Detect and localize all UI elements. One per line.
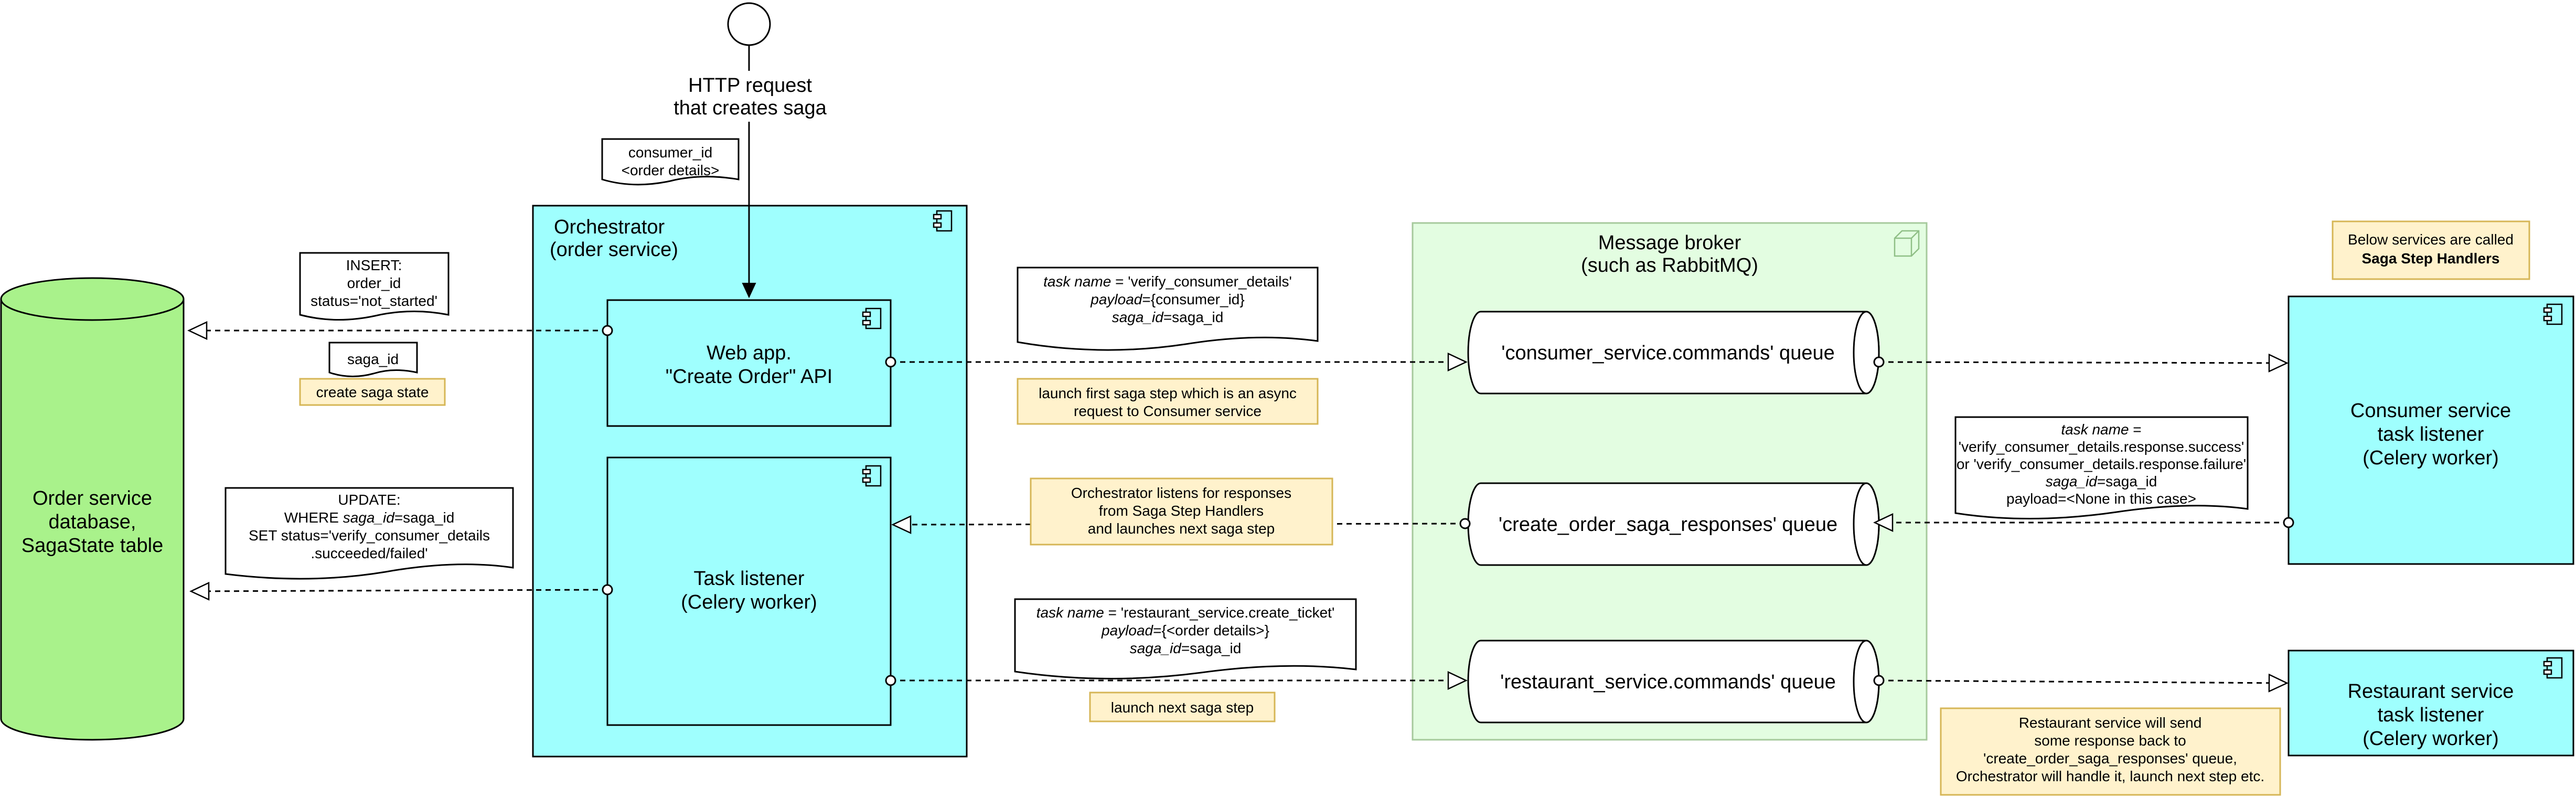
note-text: request to Consumer service	[1074, 403, 1262, 419]
order-database: Order service database, SagaState table	[0, 277, 185, 741]
actor-label-line1: HTTP request	[688, 75, 812, 97]
doc-text: .succeeded/failed'	[311, 545, 427, 561]
doc-text: order_id	[347, 275, 401, 291]
note-text: launch first saga step which is an async	[1039, 385, 1297, 401]
note-text: 'create_order_saga_responses' queue,	[1983, 750, 2237, 767]
note-text: Below services are called	[2348, 231, 2514, 248]
doc-text: INSERT:	[346, 257, 402, 273]
note-saga-step-handlers: Below services are called Saga Step Hand…	[2332, 220, 2530, 280]
consumer-service-line2: task listener	[2378, 423, 2484, 445]
note-text: Orchestrator listens for responses	[1071, 485, 1291, 501]
restaurant-service-component: Restaurant service task listener (Celery…	[2288, 650, 2574, 757]
note-text: Orchestrator will handle it, launch next…	[1956, 768, 2264, 784]
queue-label: 'restaurant_service.commands' queue	[1500, 671, 1836, 693]
doc-text: saga_id=saga_id	[2046, 473, 2157, 490]
doc-text: payload=<None in this case>	[2006, 491, 2196, 507]
database-line3: SagaState table	[22, 535, 163, 557]
doc-http-payload: consumer_id <order details>	[601, 138, 740, 186]
note-text: from Saga Step Handlers	[1099, 503, 1264, 519]
doc-text: consumer_id	[628, 144, 712, 161]
doc-text: task name = 'verify_consumer_details'	[1043, 273, 1292, 290]
task-listener-line2: (Celery worker)	[681, 591, 817, 613]
consumer-service-line1: Consumer service	[2350, 400, 2511, 422]
note-orchestrator-listens: Orchestrator listens for responses from …	[1030, 477, 1333, 546]
doc-text: payload={consumer_id}	[1090, 291, 1244, 307]
orchestrator-title-line1: Orchestrator	[554, 216, 665, 238]
note-restaurant-response: Restaurant service will send some respon…	[1940, 707, 2281, 796]
connectors	[187, 45, 2289, 693]
note-create-saga-state: create saga state	[299, 378, 446, 406]
note-launch-next-step: launch next saga step	[1089, 691, 1276, 722]
doc-text: SET status='verify_consumer_details	[249, 527, 490, 544]
note-text: Restaurant service will send	[2019, 715, 2202, 731]
queue-consumer-commands: 'consumer_service.commands' queue	[1467, 311, 1880, 395]
http-actor: HTTP request that creates saga	[674, 2, 827, 119]
queue-label: 'create_order_saga_responses' queue	[1499, 514, 1837, 536]
queue-label: 'consumer_service.commands' queue	[1501, 342, 1834, 364]
doc-text: saga_id	[347, 351, 399, 367]
doc-text: or 'verify_consumer_details.response.fai…	[1957, 456, 2246, 472]
webapp-line2: "Create Order" API	[666, 366, 832, 388]
restaurant-service-line3: (Celery worker)	[2363, 728, 2499, 750]
database-line2: database,	[49, 511, 136, 533]
doc-verify-command: task name = 'verify_consumer_details' pa…	[1017, 267, 1319, 351]
doc-saga-id: saga_id	[328, 342, 418, 377]
doc-text: status='not_started'	[311, 293, 437, 309]
cube-icon	[1894, 230, 1920, 257]
doc-text: saga_id=saga_id	[1130, 640, 1242, 656]
doc-response-message: task name = 'verify_consumer_details.res…	[1954, 416, 2249, 519]
note-text: and launches next saga step	[1088, 520, 1275, 537]
actor-label-line2: that creates saga	[674, 97, 827, 119]
queue-restaurant-commands: 'restaurant_service.commands' queue	[1467, 640, 1880, 723]
doc-insert: INSERT: order_id status='not_started'	[299, 252, 450, 321]
doc-text: task name = 'restaurant_service.create_t…	[1036, 604, 1335, 621]
doc-text: task name =	[2061, 421, 2141, 438]
restaurant-service-line2: task listener	[2378, 704, 2484, 726]
consumer-service-component: Consumer service task listener (Celery w…	[2288, 295, 2574, 565]
doc-text: <order details>	[622, 162, 720, 178]
doc-text: saga_id=saga_id	[1112, 309, 1224, 325]
orchestrator-title-line2: (order service)	[550, 239, 678, 261]
broker-title-line1: Message broker	[1598, 232, 1741, 254]
note-text: some response back to	[2034, 732, 2186, 749]
note-text: Saga Step Handlers	[2362, 250, 2500, 267]
doc-text: WHERE saga_id=saga_id	[284, 509, 455, 526]
task-listener-line1: Task listener	[693, 568, 805, 590]
note-text: launch next saga step	[1111, 699, 1254, 716]
restaurant-service-line1: Restaurant service	[2348, 680, 2514, 703]
queue-saga-responses: 'create_order_saga_responses' queue	[1467, 482, 1880, 566]
doc-create-ticket-command: task name = 'restaurant_service.create_t…	[1014, 598, 1357, 680]
doc-text: 'verify_consumer_details.response.succes…	[1959, 439, 2244, 455]
database-line1: Order service	[33, 487, 152, 509]
doc-update: UPDATE: WHERE saga_id=saga_id SET status…	[225, 487, 514, 580]
doc-text: payload={<order details>}	[1101, 622, 1269, 639]
task-listener-component: Task listener (Celery worker)	[606, 456, 892, 726]
webapp-line1: Web app.	[707, 342, 792, 364]
note-launch-first-step: launch first saga step which is an async…	[1017, 378, 1319, 425]
note-text: create saga state	[316, 384, 429, 400]
connector-endpoints	[602, 325, 2294, 686]
doc-text: UPDATE:	[338, 492, 400, 508]
broker-title-line2: (such as RabbitMQ)	[1581, 254, 1758, 276]
webapp-component: Web app. "Create Order" API	[606, 299, 892, 427]
consumer-service-line3: (Celery worker)	[2363, 447, 2499, 469]
